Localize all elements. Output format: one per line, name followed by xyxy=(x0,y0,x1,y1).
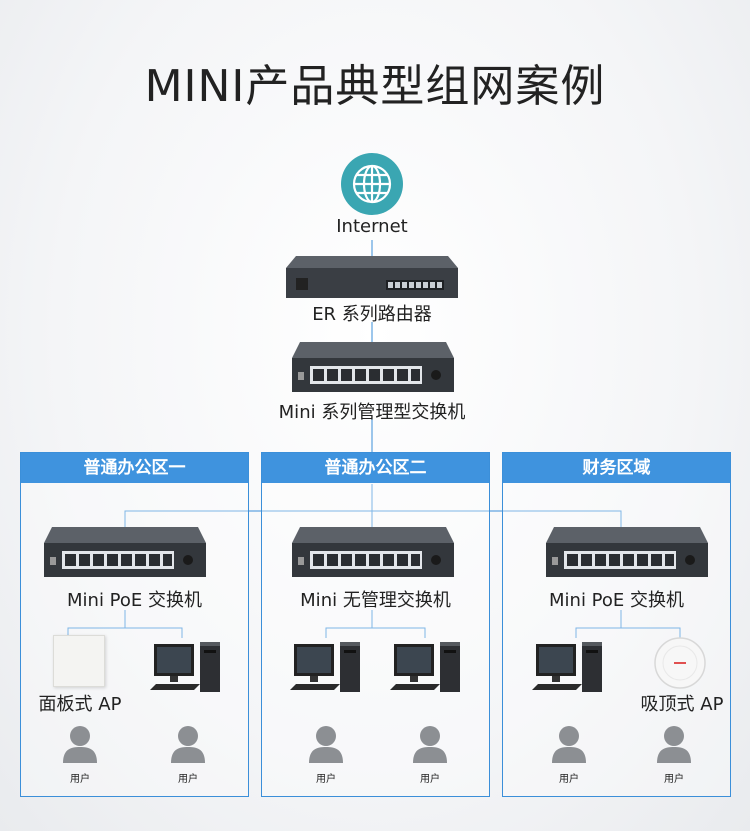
user-icon xyxy=(552,725,586,763)
user-label: 用户 xyxy=(70,774,90,785)
user-icon xyxy=(63,725,97,763)
core-switch-label: Mini 系列管理型交换机 xyxy=(278,402,466,423)
user-label: 用户 xyxy=(178,774,198,785)
page-title: MINI产品典型组网案例 xyxy=(144,61,606,112)
zone1-switch-device xyxy=(44,527,206,577)
zone1-switch-label: Mini PoE 交换机 xyxy=(67,590,202,611)
desktop-pc-icon xyxy=(388,640,464,696)
core-switch-device xyxy=(292,342,454,392)
zone-office-1: 普通办公区一 xyxy=(20,452,249,797)
zone2-switch-label: Mini 无管理交换机 xyxy=(300,590,451,611)
desktop-pc-icon xyxy=(288,640,364,696)
user-icon xyxy=(413,725,447,763)
desktop-pc-icon xyxy=(148,640,224,696)
zone-office-2: 普通办公区二 xyxy=(261,452,490,797)
ceiling-ap-label: 吸顶式 AP xyxy=(640,694,724,715)
user-label: 用户 xyxy=(664,774,684,785)
user-icon xyxy=(171,725,205,763)
router-label: ER 系列路由器 xyxy=(312,304,432,325)
zone-title: 财务区域 xyxy=(503,453,730,483)
ceiling-ap-device xyxy=(653,636,707,690)
internet-label: Internet xyxy=(336,216,408,237)
zone-title: 普通办公区一 xyxy=(21,453,248,483)
user-icon xyxy=(657,725,691,763)
zone2-switch-device xyxy=(292,527,454,577)
zone3-switch-label: Mini PoE 交换机 xyxy=(549,590,684,611)
user-label: 用户 xyxy=(559,774,579,785)
router-device xyxy=(286,256,458,298)
zone3-switch-device xyxy=(546,527,708,577)
zone-finance: 财务区域 xyxy=(502,452,731,797)
globe-icon xyxy=(340,152,404,216)
user-icon xyxy=(309,725,343,763)
user-label: 用户 xyxy=(316,774,336,785)
user-label: 用户 xyxy=(420,774,440,785)
desktop-pc-icon xyxy=(530,640,606,696)
panel-ap-device xyxy=(53,635,105,687)
panel-ap-label: 面板式 AP xyxy=(38,694,122,715)
zone-title: 普通办公区二 xyxy=(262,453,489,483)
